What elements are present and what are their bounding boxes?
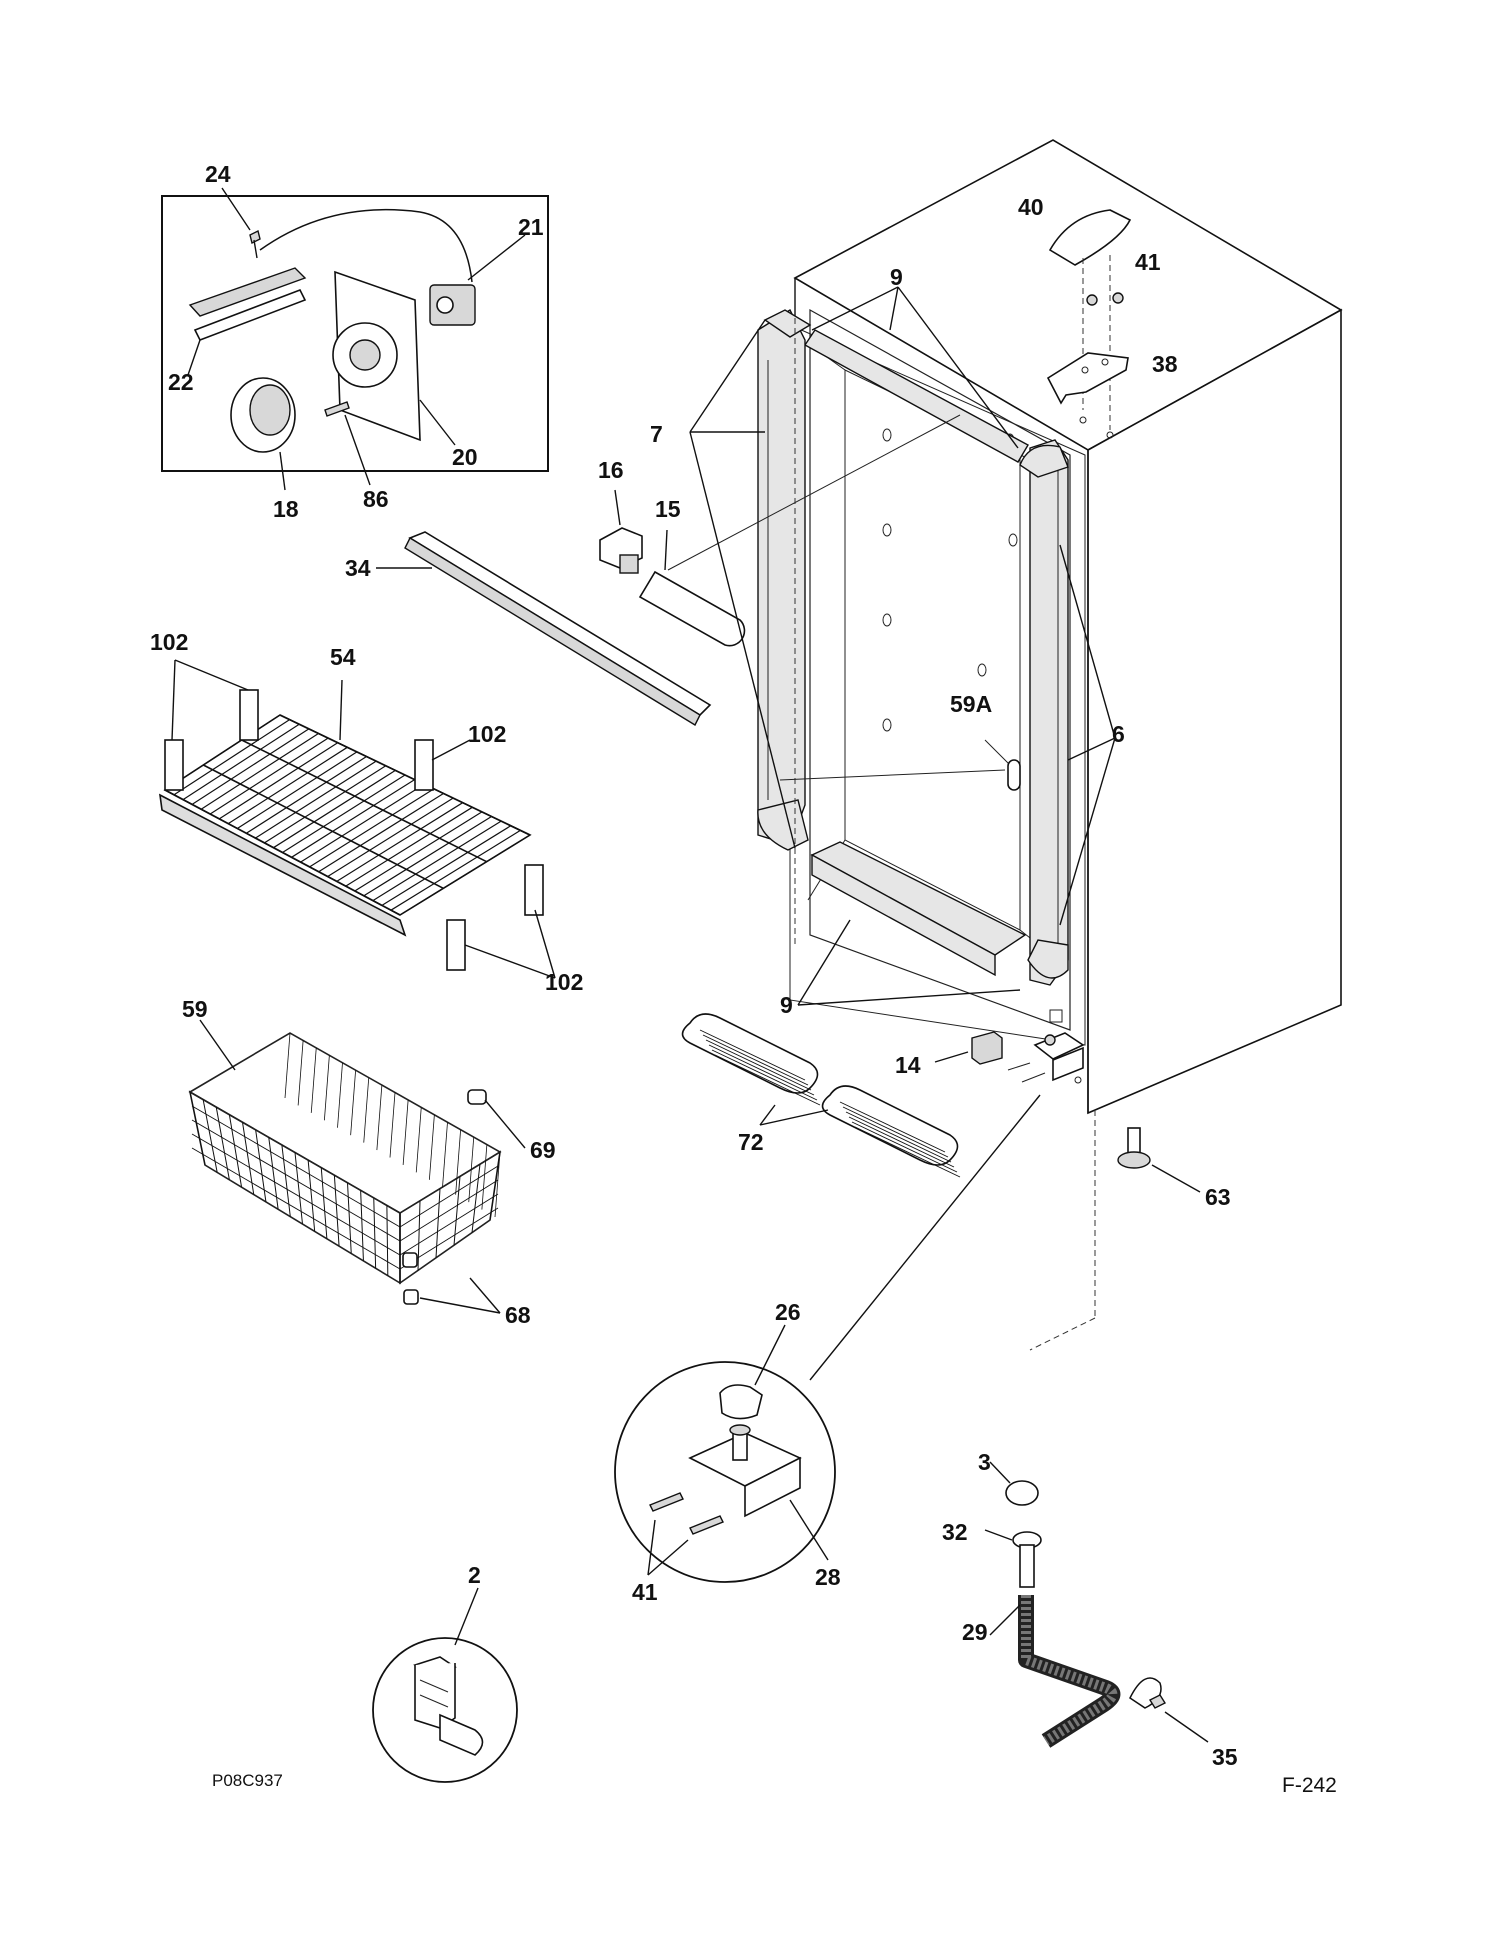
label-6: 6	[1112, 721, 1125, 747]
top-hinge-assembly	[1046, 209, 1132, 430]
label-28: 28	[815, 1564, 841, 1590]
drain-fitting-detail	[372, 1587, 518, 1783]
label-102: 102	[545, 969, 583, 995]
label-86: 86	[363, 486, 389, 512]
figure-code: F-242	[1282, 1774, 1337, 1797]
label-35: 35	[1212, 1744, 1238, 1770]
label-59: 59	[182, 996, 208, 1022]
label-72: 72	[738, 1129, 764, 1155]
screw-part-41	[1112, 292, 1124, 304]
leader-lines	[689, 286, 1116, 1006]
label-7: 7	[650, 421, 663, 447]
label-29: 29	[962, 1619, 988, 1645]
temperature-control-inset	[161, 187, 549, 491]
screw-part-86	[324, 401, 350, 417]
label-68: 68	[505, 1302, 531, 1328]
screw-part-41	[649, 1492, 684, 1512]
label-63: 63	[1205, 1184, 1231, 1210]
label-59A: 59A	[950, 691, 992, 717]
drain-plug-part-3	[1005, 1480, 1039, 1506]
basket-stop-part-68	[402, 1252, 418, 1268]
label-9: 9	[780, 992, 793, 1018]
light-bulb-part-15	[638, 570, 746, 647]
wire-basket-part-59	[188, 1019, 526, 1314]
screw-part-24	[249, 229, 261, 245]
freezer-cabinet	[757, 139, 1343, 1351]
hinge-cover-part-40	[1048, 209, 1132, 266]
door-switch-part-14	[934, 1031, 1003, 1065]
grilles-part-72	[681, 1013, 961, 1178]
screw-part-41	[689, 1515, 724, 1535]
label-9: 9	[890, 264, 903, 290]
label-32: 32	[942, 1519, 968, 1545]
label-2: 2	[468, 1562, 481, 1588]
label-22: 22	[168, 369, 194, 395]
wire-shelf-part-54	[159, 659, 556, 979]
leveling-leg-part-63	[1117, 1127, 1201, 1193]
label-3: 3	[978, 1449, 991, 1475]
shelf-support-part-102	[446, 919, 466, 971]
label-16: 16	[598, 457, 624, 483]
label-102: 102	[468, 721, 506, 747]
label-41: 41	[632, 1579, 658, 1605]
label-38: 38	[1152, 351, 1178, 377]
label-69: 69	[530, 1137, 556, 1163]
shelf-support-part-102	[239, 689, 259, 741]
shelf-support-part-102	[414, 739, 434, 791]
hinge-bushing-part-26	[719, 1384, 763, 1420]
basket-stop-part-69	[467, 1089, 487, 1105]
label-14: 14	[895, 1052, 921, 1078]
divider-part-34	[376, 531, 712, 726]
light-switch-part-59A	[1007, 759, 1021, 791]
clamp-part-22	[188, 267, 307, 317]
label-20: 20	[452, 444, 478, 470]
drain-assembly	[984, 1461, 1209, 1748]
label-15: 15	[655, 496, 681, 522]
shelf-support-part-102	[164, 739, 184, 791]
screw-part-41	[1086, 294, 1098, 306]
clip-part-35	[1129, 1677, 1162, 1709]
label-34: 34	[345, 555, 371, 581]
shelf-support-part-102	[524, 864, 544, 916]
light-assembly	[599, 414, 961, 647]
label-24: 24	[205, 161, 231, 187]
lower-hinge-detail	[614, 1094, 1041, 1583]
label-41: 41	[1135, 249, 1161, 275]
part-number-labels: 24 21 22 20 18 86 40 41 38 9 7 16 15 34 …	[150, 161, 1337, 1797]
basket-stop-part-68	[403, 1289, 419, 1305]
label-18: 18	[273, 496, 299, 522]
drawing-code: P08C937	[212, 1771, 283, 1790]
label-26: 26	[775, 1299, 801, 1325]
label-40: 40	[1018, 194, 1044, 220]
label-102: 102	[150, 629, 188, 655]
label-21: 21	[518, 214, 544, 240]
lower-hinge-mount	[1007, 1032, 1085, 1083]
label-54: 54	[330, 644, 356, 670]
top-hinge-part-38	[1046, 352, 1129, 405]
